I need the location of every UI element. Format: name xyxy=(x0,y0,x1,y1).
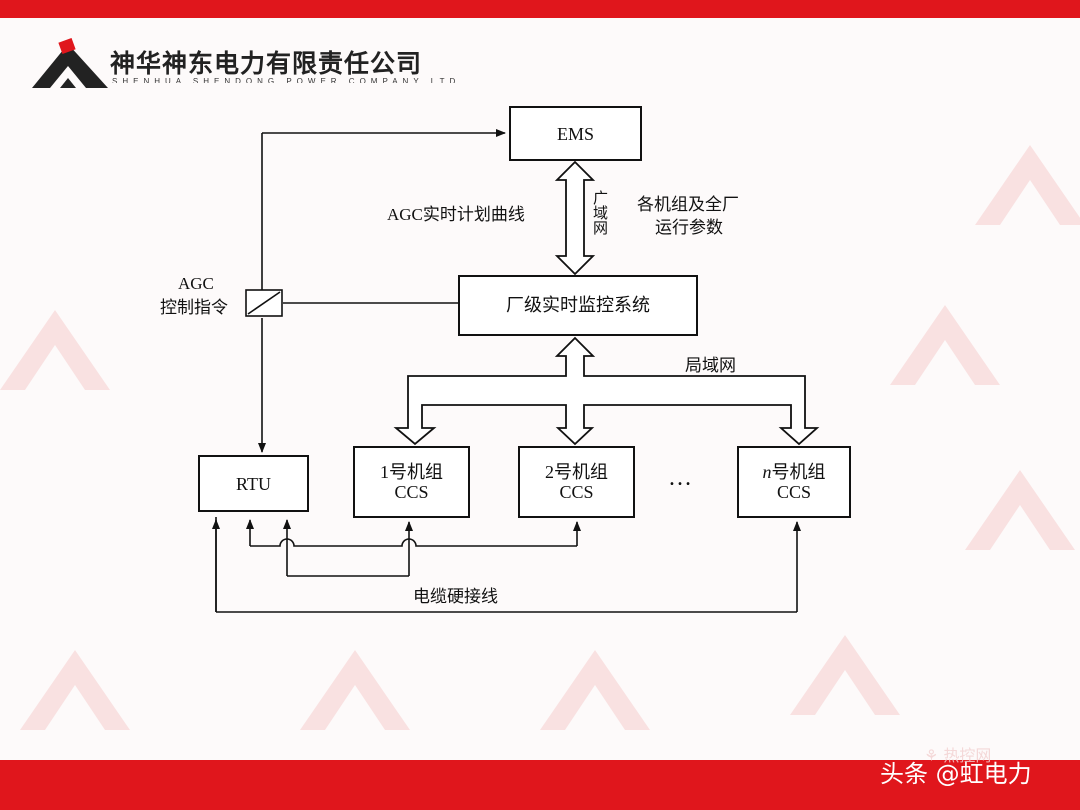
unitn-ccs: CCS xyxy=(776,482,812,502)
watermark-logo xyxy=(975,145,1080,225)
company-logo xyxy=(32,38,108,88)
agc-block-diagonal xyxy=(247,291,281,315)
params-label-1: 各机组及全厂 xyxy=(637,195,739,214)
lan-bus-arrow xyxy=(393,336,820,446)
unit2-ccs: CCS xyxy=(559,482,594,502)
unitn-title: 号机组 xyxy=(771,462,826,482)
wechat-faint-watermark: ⚘ 热控网 xyxy=(924,746,992,765)
unitn-ccs-box: n号机组 CCS xyxy=(737,446,851,518)
watermark-logo xyxy=(20,650,130,730)
company-name-english: SHENHUA SHENDONG POWER COMPANY LTD xyxy=(112,78,461,83)
unit1-ccs: CCS xyxy=(394,482,429,502)
rtu-box: RTU xyxy=(198,455,309,512)
params-label-2: 运行参数 xyxy=(655,218,723,237)
plant-monitoring-label: 厂级实时监控系统 xyxy=(506,294,650,316)
unit2-title: 2号机组 xyxy=(545,462,608,482)
unit2-ccs-box: 2号机组 CCS xyxy=(518,446,635,518)
watermark-logo xyxy=(0,310,110,390)
cable-middle xyxy=(250,538,577,547)
cable-label: 电缆硬接线 xyxy=(413,587,498,606)
ems-label: EMS xyxy=(556,123,594,144)
agc-curve-label: AGC实时计划曲线 xyxy=(387,205,525,224)
watermark-logo xyxy=(300,650,410,730)
source-watermark: 头条 @虹电力 xyxy=(880,760,1032,788)
rtu-label: RTU xyxy=(236,473,271,494)
unitn-index: n xyxy=(762,462,772,482)
lan-label: 局域网 xyxy=(685,356,736,375)
watermark-logo xyxy=(540,650,650,730)
bottom-red-band xyxy=(0,760,1080,810)
agc-command-label-1: AGC xyxy=(178,274,214,293)
agc-command-label-2: 控制指令 xyxy=(160,298,228,317)
unit1-ccs-box: 1号机组 CCS xyxy=(353,446,470,518)
watermark-logo xyxy=(790,635,900,715)
company-name: 神华神东电力有限责任公司 xyxy=(110,49,423,78)
plant-monitoring-box: 厂级实时监控系统 xyxy=(458,275,698,336)
watermark-logo xyxy=(965,470,1075,550)
unit1-title: 1号机组 xyxy=(380,462,443,482)
watermark-logo xyxy=(890,305,1000,385)
ellipsis: … xyxy=(668,465,692,491)
ems-plant-double-arrow xyxy=(554,160,596,276)
wan-label: 广域网 xyxy=(591,190,607,235)
unitn-title-row: n号机组 xyxy=(763,462,826,482)
ems-box: EMS xyxy=(509,106,642,161)
top-red-band xyxy=(0,0,1080,18)
